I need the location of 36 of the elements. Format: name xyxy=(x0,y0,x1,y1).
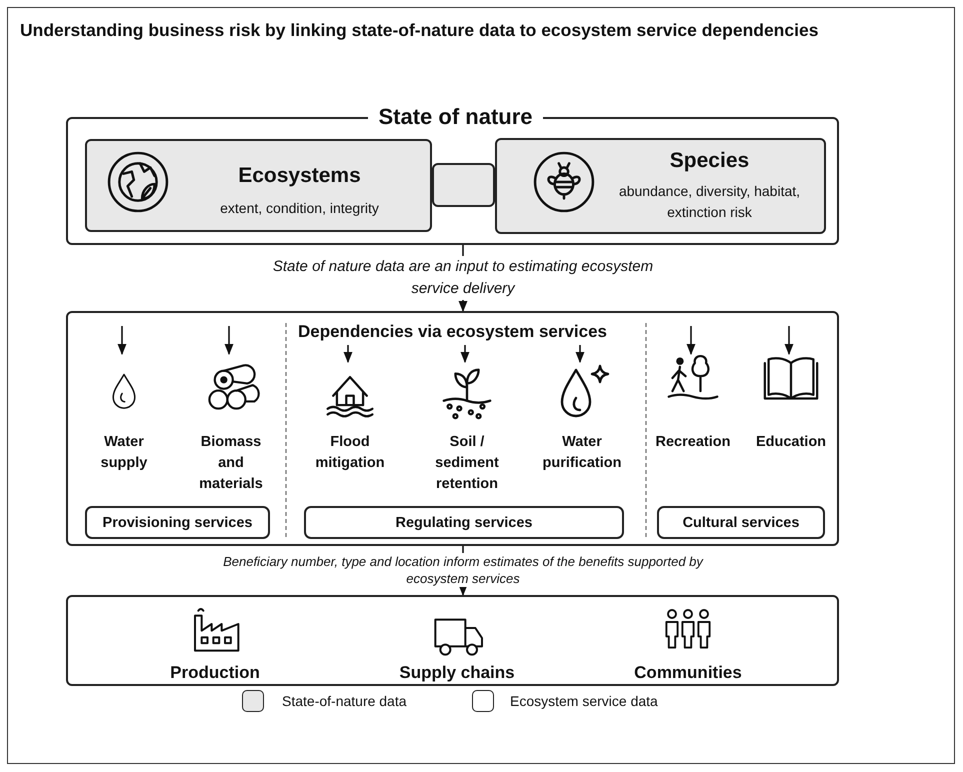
data-box xyxy=(85,139,432,232)
category-label: Provisioning services xyxy=(102,515,254,532)
arrow xyxy=(118,326,126,356)
diagram-title: Understanding business risk by linking state-of-nature data to ecosystem service dependencies xyxy=(20,20,818,41)
beneficiary-label: Supply chains xyxy=(398,663,516,684)
box-heading: Species xyxy=(668,148,750,174)
category-label: Regulating services xyxy=(394,515,534,532)
connector-box xyxy=(432,163,495,207)
arrow xyxy=(576,345,584,364)
data-box xyxy=(495,138,826,234)
group-box xyxy=(66,311,839,546)
box-description: abundance, diversity, habitat, extinction risk xyxy=(618,182,802,222)
arrow xyxy=(224,326,234,356)
category-box xyxy=(85,506,270,539)
arrow xyxy=(460,345,470,364)
legend-label: Ecosystem service data xyxy=(510,693,658,709)
beneficiary-label: Production xyxy=(169,663,261,684)
box-heading: Ecosystems xyxy=(237,163,362,188)
section-heading: Dependencies via ecosystem services xyxy=(296,322,608,342)
arrow xyxy=(686,326,696,356)
beneficiary-label: Communities xyxy=(633,663,743,684)
arrow xyxy=(344,345,352,364)
box-shape xyxy=(66,595,839,686)
service-label: Water supply xyxy=(100,433,148,473)
service-label: Biomass and materials xyxy=(198,433,264,494)
category-box xyxy=(304,506,624,539)
service-label: Water purification xyxy=(542,433,622,473)
service-label: Flood mitigation xyxy=(314,433,386,473)
service-label: Education xyxy=(754,433,828,452)
box-description: extent, condition, integrity xyxy=(219,199,380,218)
legend-label: State-of-nature data xyxy=(282,693,407,709)
category-label: Cultural services xyxy=(682,515,800,532)
service-label: Recreation xyxy=(654,433,732,452)
category-box xyxy=(657,506,825,539)
service-label: Soil / sediment retention xyxy=(434,433,500,494)
arrow xyxy=(784,326,794,356)
